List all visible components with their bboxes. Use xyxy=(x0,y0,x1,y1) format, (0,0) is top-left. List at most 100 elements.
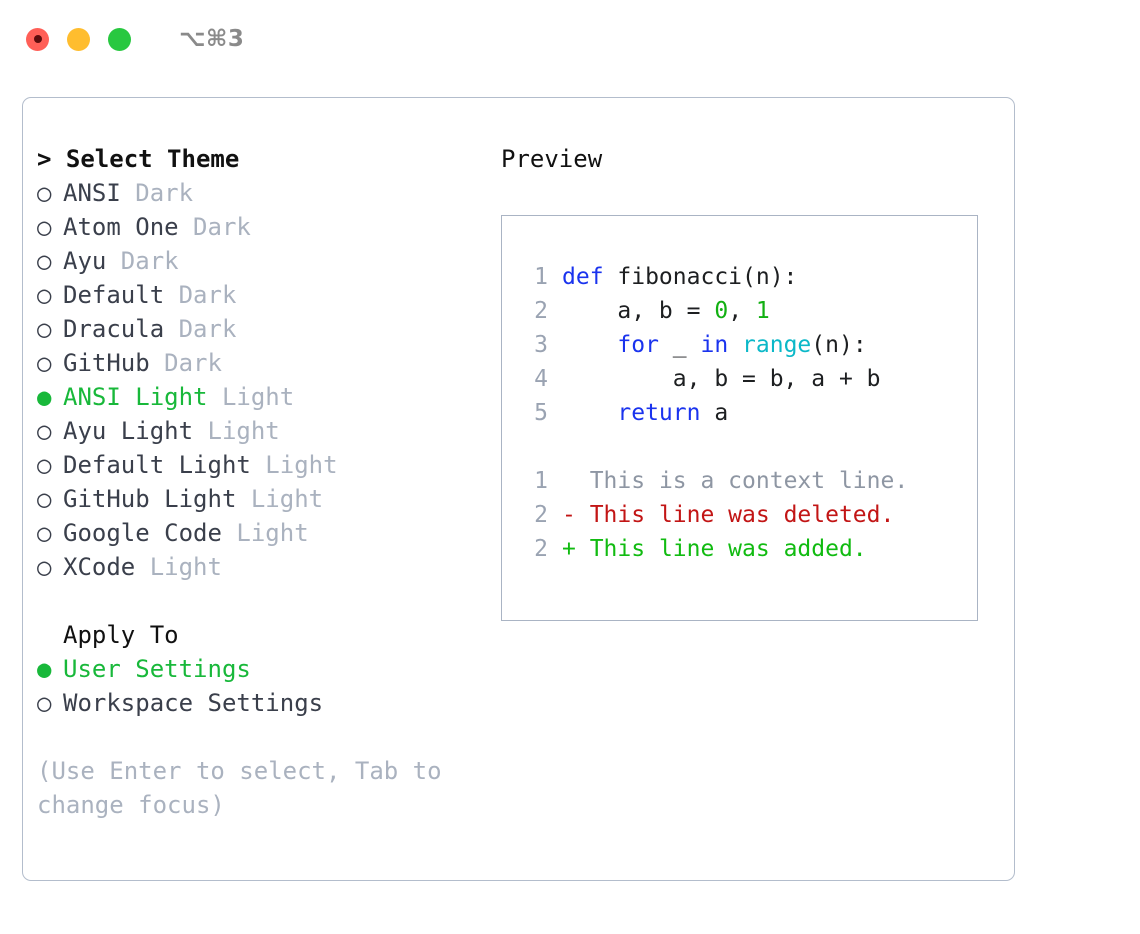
radio-unselected-icon: ○ xyxy=(37,485,52,513)
radio-unselected-icon: ○ xyxy=(37,451,52,479)
theme-name-label: ANSI xyxy=(63,179,121,207)
theme-name-label: Default xyxy=(63,281,165,309)
code-token-plain: fibonacci(n): xyxy=(603,264,798,290)
code-token-num: 0 xyxy=(714,298,729,324)
theme-variant-label: Dark xyxy=(106,247,179,275)
theme-name-label: Atom One xyxy=(63,213,179,241)
code-token-kw: in xyxy=(700,332,729,358)
diff-line-text: This line was deleted. xyxy=(575,502,895,528)
title-bar: ⌥⌘3 xyxy=(0,0,1140,78)
code-token-plain xyxy=(562,332,617,358)
theme-variant-label: Light xyxy=(135,553,222,581)
theme-option-row[interactable]: ○ XCode Light xyxy=(37,550,497,584)
diff-marker: + xyxy=(562,536,576,562)
radio-unselected-icon: ○ xyxy=(37,315,52,343)
close-window-button[interactable] xyxy=(26,27,49,51)
diff-line-text: This line was added. xyxy=(575,536,867,562)
code-diff-gap xyxy=(518,430,977,464)
theme-option-row[interactable]: ○Ayu Light Light xyxy=(37,414,497,448)
code-line-text: def fibonacci(n): xyxy=(562,260,797,294)
keyboard-shortcut-label: ⌥⌘3 xyxy=(179,26,245,52)
code-token-fn: range xyxy=(742,332,812,358)
apply-to-option-row[interactable]: ● User Settings xyxy=(37,652,497,686)
radio-selected-icon: ● xyxy=(37,383,52,411)
theme-option-row[interactable]: ○GitHub Dark xyxy=(37,346,497,380)
code-token-plain: , xyxy=(728,298,756,324)
main-card: > Select Theme ○ANSI Dark○Atom One Dark○… xyxy=(22,97,1015,881)
code-token-plain: a xyxy=(700,400,729,426)
close-icon xyxy=(33,35,42,43)
theme-variant-label: Light xyxy=(207,383,295,411)
code-line-text: return a xyxy=(562,396,728,430)
theme-name-label: Ayu xyxy=(63,247,107,275)
code-token-plain xyxy=(728,332,742,358)
theme-option-row[interactable]: ○ Ayu Dark xyxy=(37,244,497,278)
radio-unselected-icon: ○ xyxy=(37,247,52,275)
theme-option-row[interactable]: ○Dracula Dark xyxy=(37,312,497,346)
theme-name-label: Default Light xyxy=(63,451,251,479)
code-line: 1 def fibonacci(n): xyxy=(518,260,977,294)
line-number: 4 xyxy=(534,366,548,392)
line-number: 2 xyxy=(534,536,548,562)
radio-unselected-icon: ○ xyxy=(37,553,52,581)
theme-name-label: Ayu Light xyxy=(63,417,194,445)
apply-to-list: ● User Settings ○Workspace Settings xyxy=(37,652,497,720)
theme-variant-label: Light xyxy=(236,485,324,513)
code-token-plain: (n): xyxy=(811,332,867,358)
line-number: 1 xyxy=(534,264,548,290)
code-token-kw: return xyxy=(617,400,701,426)
theme-option-row[interactable]: ○ GitHub Light Light xyxy=(37,482,497,516)
code-token-plain: a, b = b, a + b xyxy=(562,366,881,392)
theme-name-label: Google Code xyxy=(63,519,222,547)
keyboard-hint-text: (Use Enter to select, Tab to change focu… xyxy=(37,757,442,819)
line-number: 1 xyxy=(534,468,548,494)
theme-option-row[interactable]: ○ Default Light Light xyxy=(37,448,497,482)
apply-to-label: User Settings xyxy=(63,655,251,683)
theme-variant-label: Dark xyxy=(164,315,237,343)
code-token-plain: _ xyxy=(658,332,701,358)
traffic-lights xyxy=(26,27,131,51)
theme-name-label: XCode xyxy=(63,553,136,581)
theme-variant-label: Dark xyxy=(120,179,194,207)
theme-variant-label: Light xyxy=(250,451,338,479)
apply-to-header: Apply To xyxy=(63,621,179,649)
code-line-text: for _ in range(n): xyxy=(562,328,867,362)
code-line-text: a, b = b, a + b xyxy=(562,362,881,396)
select-theme-header: > Select Theme xyxy=(37,145,240,173)
radio-unselected-icon: ○ xyxy=(37,281,52,309)
diff-marker: - xyxy=(562,502,576,528)
radio-selected-icon: ● xyxy=(37,655,52,683)
radio-unselected-icon: ○ xyxy=(37,689,52,717)
theme-name-label: GitHub xyxy=(63,349,150,377)
preview-header: Preview xyxy=(501,145,603,173)
theme-option-row[interactable]: ○ ANSI Dark xyxy=(37,176,497,210)
diff-block: 1 This is a context line. 2- This line wa… xyxy=(518,464,977,566)
line-number: 2 xyxy=(534,502,548,528)
code-line-text: a, b = 0, 1 xyxy=(562,294,770,328)
theme-variant-label: Light xyxy=(221,519,309,547)
theme-option-row[interactable]: ○Atom One Dark xyxy=(37,210,497,244)
code-token-plain xyxy=(562,400,617,426)
diff-line: 1 This is a context line. xyxy=(518,464,977,498)
theme-option-row[interactable]: ● ANSI Light Light xyxy=(37,380,497,414)
apply-to-option-row[interactable]: ○Workspace Settings xyxy=(37,686,497,720)
theme-option-row[interactable]: ○Default Dark xyxy=(37,278,497,312)
theme-variant-label: Dark xyxy=(178,213,251,241)
theme-name-label: ANSI Light xyxy=(63,383,208,411)
line-number: 2 xyxy=(534,298,548,324)
radio-unselected-icon: ○ xyxy=(37,179,52,207)
radio-unselected-icon: ○ xyxy=(37,519,52,547)
maximize-window-button[interactable] xyxy=(108,27,131,51)
theme-name-label: GitHub Light xyxy=(63,485,237,513)
code-token-num: 1 xyxy=(755,298,770,324)
minimize-window-button[interactable] xyxy=(67,27,90,51)
diff-marker xyxy=(562,464,576,498)
diff-line: 2 + This line was added. xyxy=(518,532,977,566)
theme-option-row[interactable]: ○ Google Code Light xyxy=(37,516,497,550)
radio-unselected-icon: ○ xyxy=(37,349,52,377)
code-line: 5 return a xyxy=(518,396,977,430)
diff-line-text: This is a context line. xyxy=(575,468,909,494)
